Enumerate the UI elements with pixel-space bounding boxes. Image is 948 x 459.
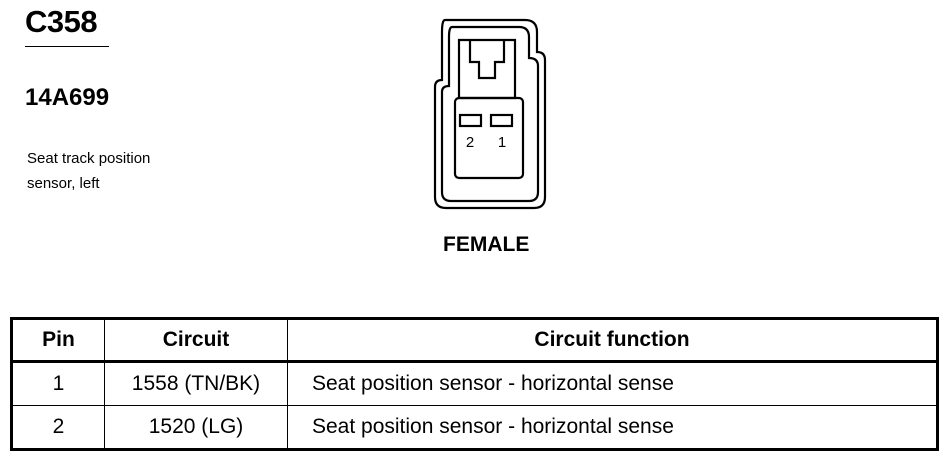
part-number: 14A699 — [25, 84, 110, 111]
connector-face-diagram: 2 1 — [433, 18, 547, 210]
cell-circuit: 1558 (TN/BK) — [104, 361, 288, 406]
cell-pin: 1 — [11, 361, 105, 406]
connector-gender-label: FEMALE — [443, 233, 530, 256]
terminal-1 — [489, 113, 514, 128]
housing-outer-outline — [433, 18, 547, 210]
table-row: 1 1558 (TN/BK) Seat position sensor - ho… — [11, 361, 938, 406]
description-line-1: Seat track position — [27, 150, 151, 167]
terminal-block — [453, 96, 525, 180]
header-circuit: Circuit — [104, 318, 288, 362]
connector-id-underline — [25, 46, 109, 47]
pin-label-2: 2 — [466, 134, 474, 151]
housing-inner-outline — [440, 25, 540, 203]
pin-circuit-table: Pin Circuit Circuit function 1 1558 (TN/… — [10, 317, 939, 451]
header-pin: Pin — [11, 318, 105, 362]
cell-pin: 2 — [11, 405, 105, 450]
cell-function: Seat position sensor - horizontal sense — [287, 405, 938, 450]
latch-outline — [457, 38, 517, 100]
cell-circuit: 1520 (LG) — [104, 405, 288, 450]
table-header-row: Pin Circuit Circuit function — [11, 318, 938, 362]
connector-description: Seat track position sensor, left — [27, 146, 227, 196]
table-row: 2 1520 (LG) Seat position sensor - horiz… — [11, 405, 938, 450]
header-circuit-function: Circuit function — [287, 318, 938, 362]
connector-id: C358 — [25, 4, 98, 39]
latch-tab — [468, 40, 506, 80]
pin-label-1: 1 — [498, 134, 506, 151]
terminal-2 — [458, 113, 483, 128]
cell-function: Seat position sensor - horizontal sense — [287, 361, 938, 406]
description-line-2: sensor, left — [27, 175, 100, 192]
